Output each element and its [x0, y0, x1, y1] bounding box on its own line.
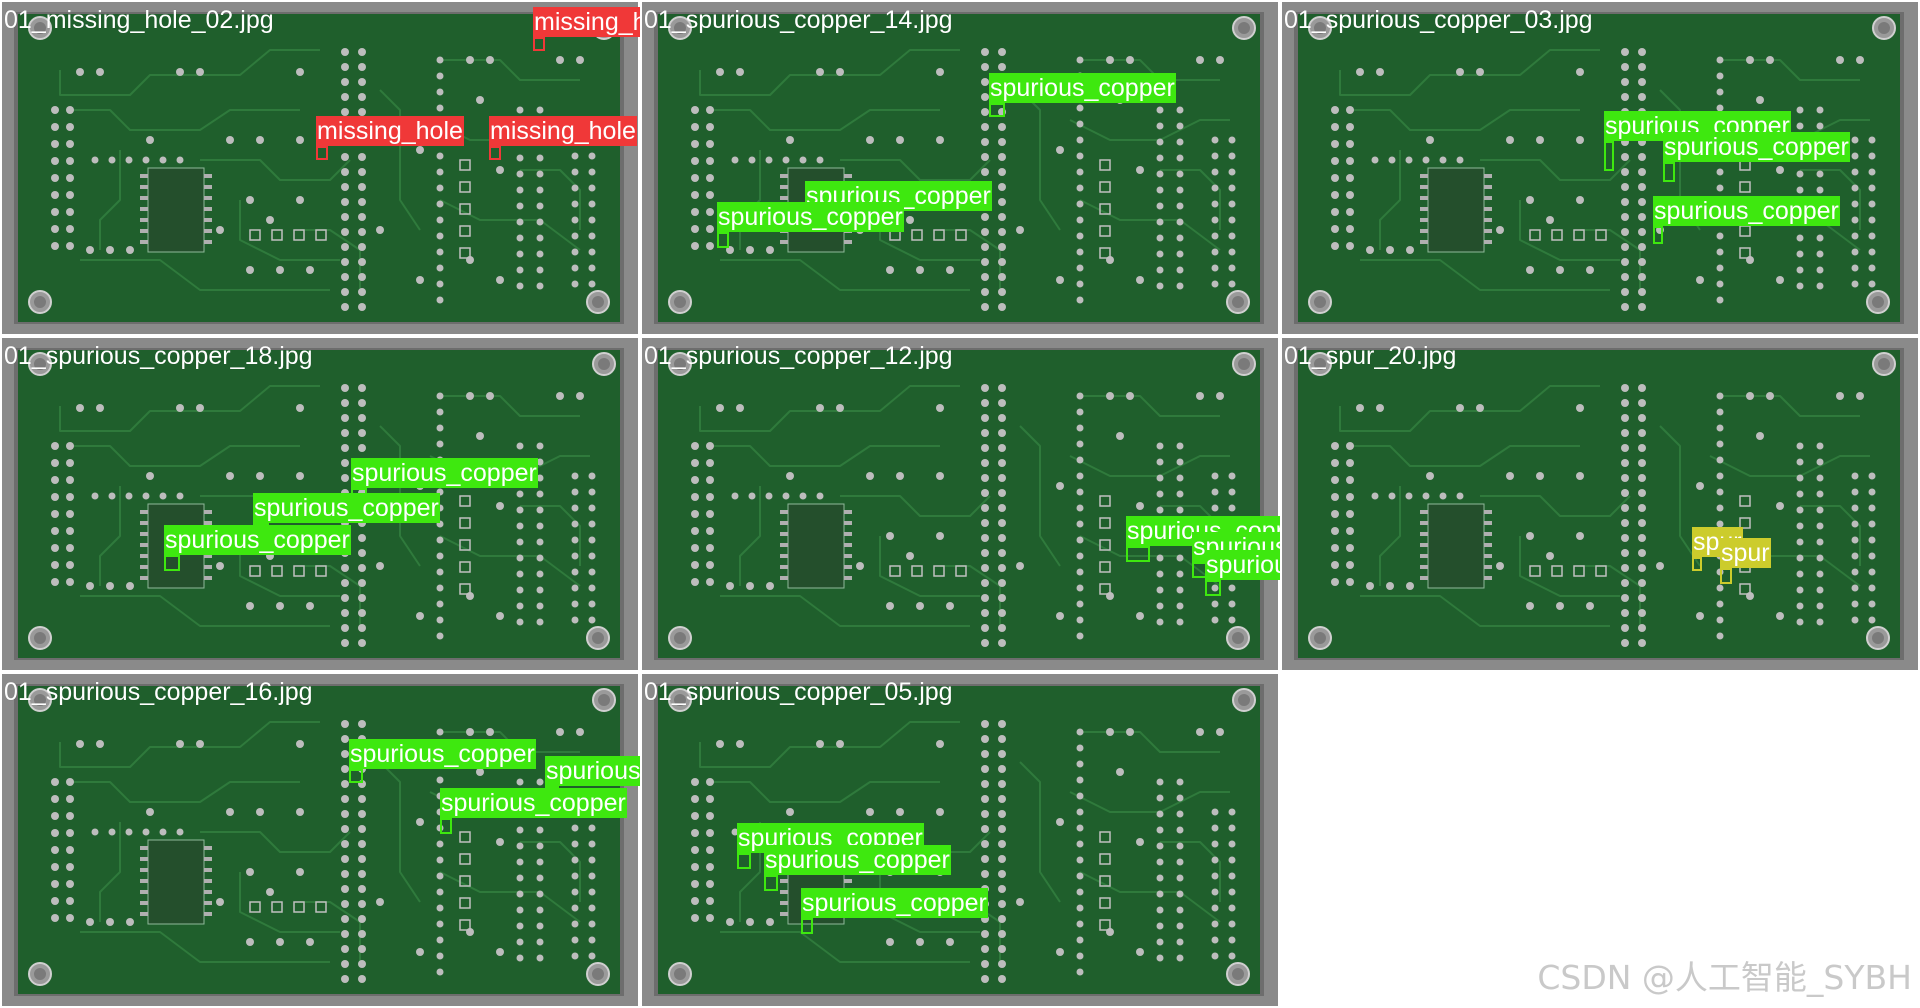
tile-filename: 01_spur_20.jpg: [1284, 342, 1457, 370]
tile-frame: [640, 336, 1280, 672]
detection-label: spurious_copper: [351, 458, 538, 488]
detection-spurious-copper: spurious_copper: [1663, 132, 1850, 182]
detection-spur: spur: [1692, 527, 1743, 571]
detection-spurious-copper: spurious_copper: [801, 888, 988, 934]
tile-frame: [0, 0, 640, 336]
pcb-board-image: [1280, 336, 1920, 672]
bounding-box: [489, 146, 501, 160]
tile-frame: [640, 0, 1280, 336]
bounding-box: [1604, 141, 1614, 171]
detection-label: missing_hole: [533, 7, 640, 37]
detection-label: spurious_copper: [1604, 111, 1791, 141]
bounding-box: [164, 555, 180, 571]
detection-spurious-copper: spurious_copper: [545, 756, 640, 800]
detection-label: spurious_copper: [801, 888, 988, 918]
tile-filename: 01_spurious_copper_12.jpg: [644, 342, 953, 370]
bounding-box: [1653, 226, 1663, 244]
detection-label: spurious_copper: [164, 525, 351, 555]
detection-tile: 01_spurious_copper_18.jpg spurious_copper…: [0, 336, 640, 672]
detection-label: spurious_copper: [764, 845, 951, 875]
tile-filename: 01_spurious_copper_05.jpg: [644, 678, 953, 706]
bounding-box: [1205, 580, 1221, 596]
detection-tile: 01_missing_hole_02.jpgmissing_holemissin…: [0, 0, 640, 336]
bounding-box: [764, 875, 778, 891]
detection-spurious-copper: spurious_copper: [351, 458, 538, 502]
tile-frame: [0, 336, 640, 672]
tile-filename: 01_spurious_copper_16.jpg: [4, 678, 313, 706]
pcb-board-image: [0, 672, 640, 1008]
detection-tile: 01_spurious_copper_05.jpg spurious_copper…: [640, 672, 1280, 1008]
detection-spurious-copper: spurious_copper: [989, 73, 1176, 117]
detection-tile: 01_spurious_copper_03.jpg spurious_copper…: [1280, 0, 1920, 336]
bounding-box: [717, 232, 729, 248]
watermark: CSDN @人工智能_SYBH: [1537, 958, 1912, 997]
pcb-board-image: [1280, 0, 1920, 336]
tile-filename: 01_spurious_copper_18.jpg: [4, 342, 313, 370]
detection-label: spurious_copper: [1205, 550, 1280, 580]
bounding-box: [1720, 568, 1732, 584]
detection-label: spurious_copper: [349, 739, 536, 769]
bounding-box: [989, 103, 1005, 117]
detection-label: spurious_copper: [253, 493, 440, 523]
detection-label: spurious_copper: [545, 756, 640, 786]
detection-label: missing_hole: [316, 116, 464, 146]
tile-filename: 01_missing_hole_02.jpg: [4, 6, 274, 34]
detection-label: spur: [1720, 538, 1771, 568]
detection-spurious-copper: spurious_copper: [1653, 196, 1840, 244]
detection-spurious-copper: spurious_copper: [1604, 111, 1791, 171]
detection-label: missing_hole: [489, 116, 637, 146]
bounding-box: [801, 918, 813, 934]
detection-label: spurious_copper: [440, 788, 627, 818]
detection-tile: 01_spurious_copper_16.jpg spurious_copper…: [0, 672, 640, 1008]
detection-spurious-copper: spurious_copper: [349, 739, 536, 783]
detection-missing-hole: missing_hole: [316, 116, 464, 160]
detection-spurious-copper: spurious_copper: [737, 823, 924, 869]
bounding-box: [737, 853, 751, 869]
detection-label: spurious_copper: [989, 73, 1176, 103]
detection-spurious-copper: spurious_copper: [764, 845, 951, 891]
bounding-box: [1663, 162, 1675, 182]
detection-label: spurious_copper: [1653, 196, 1840, 226]
detection-label: spurious_copper: [717, 202, 904, 232]
tile-frame: [1280, 0, 1920, 336]
detection-spurious-copper: spurious_copper: [717, 202, 904, 248]
detection-spurious-copper: spurious_copper: [440, 788, 627, 834]
pcb-board-image: [640, 336, 1280, 672]
detection-spurious-copper: spurious_copper: [1126, 516, 1280, 562]
detection-label: spurious_copper: [1663, 132, 1850, 162]
tile-frame: [1280, 336, 1920, 672]
tile-filename: 01_spurious_copper_14.jpg: [644, 6, 953, 34]
bounding-box: [1692, 557, 1702, 571]
pcb-board-image: [0, 0, 640, 336]
detection-spurious-copper: spurious_copper: [1205, 550, 1280, 596]
bounding-box: [440, 818, 452, 834]
detection-missing-hole: missing_hole: [533, 7, 640, 51]
tile-frame: [0, 672, 640, 1008]
tile-frame: [640, 672, 1280, 1008]
bounding-box: [316, 146, 328, 160]
detection-spur: spur: [1720, 538, 1771, 584]
detection-missing-hole: missing_hole: [489, 116, 637, 160]
pcb-board-image: [640, 0, 1280, 336]
tile-filename: 01_spurious_copper_03.jpg: [1284, 6, 1593, 34]
detection-tile: 01_spurious_copper_12.jpg spurious_copper…: [640, 336, 1280, 672]
bounding-box: [349, 769, 363, 783]
bounding-box: [1126, 546, 1150, 562]
detection-spurious-copper: spurious_copper: [164, 525, 351, 571]
bounding-box: [533, 37, 545, 51]
detection-tile: 01_spurious_copper_14.jpg spurious_copper…: [640, 0, 1280, 336]
